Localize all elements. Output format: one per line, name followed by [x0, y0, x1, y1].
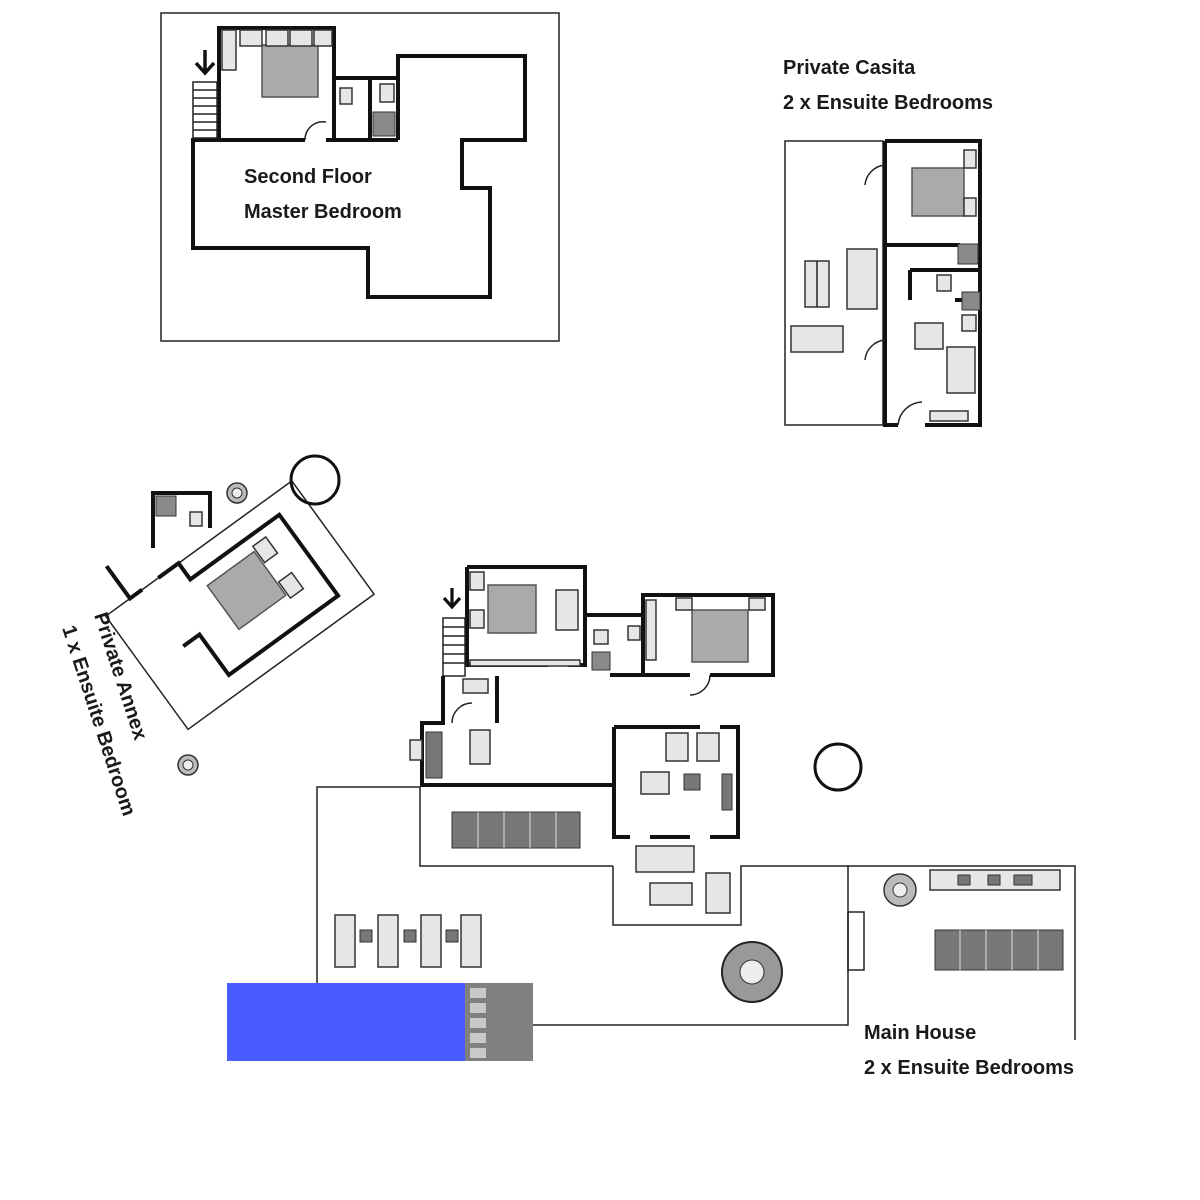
casita-plan: Private Casita 2 x Ensuite Bedrooms	[783, 57, 993, 427]
dining-table-indoor	[451, 811, 581, 849]
round-table-icon	[289, 454, 341, 506]
plant-icon	[177, 754, 199, 776]
plant-icon	[226, 482, 248, 504]
annex-plan: Private Annex 1 x Ensuite Bedroom	[57, 454, 376, 819]
main-bed-1	[487, 584, 537, 634]
second-floor-title: Second Floor	[244, 166, 372, 188]
main-bed-2	[691, 609, 749, 663]
plant-icon	[721, 941, 783, 1003]
second-floor-frame	[160, 12, 560, 342]
main-house-subtitle: 2 x Ensuite Bedrooms	[864, 1057, 1074, 1079]
dining-table-outdoor	[934, 929, 1064, 971]
stairs-arrow-icon	[194, 50, 216, 76]
swimming-pool	[227, 983, 469, 1061]
casita-subtitle: 2 x Ensuite Bedrooms	[783, 92, 993, 114]
main-house-plan: Main House 2 x Ensuite Bedrooms	[227, 565, 1076, 1079]
plant-icon	[883, 873, 917, 907]
second-floor-subtitle: Master Bedroom	[244, 201, 402, 223]
second-floor-outline	[191, 26, 527, 299]
second-floor-plan: Second Floor Master Bedroom	[160, 12, 560, 342]
casita-bed-1	[911, 167, 965, 217]
sun-loungers	[334, 914, 482, 968]
main-house-title: Main House	[864, 1022, 976, 1044]
round-table-icon	[813, 742, 863, 792]
master-bed	[261, 44, 319, 98]
casita-title: Private Casita	[783, 57, 916, 79]
stairs-arrow-icon	[442, 588, 462, 610]
main-stairs	[442, 617, 466, 677]
stairs	[192, 81, 218, 139]
